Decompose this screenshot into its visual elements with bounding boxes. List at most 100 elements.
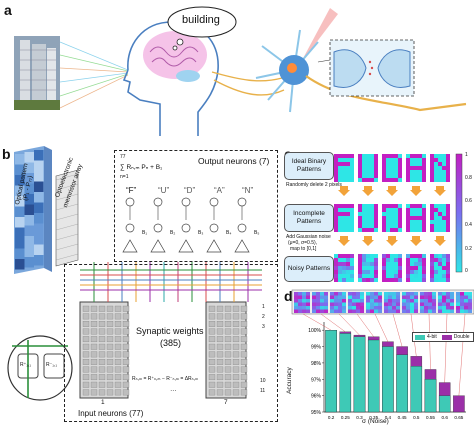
noise-pixel xyxy=(302,292,306,296)
pattern-pixel xyxy=(358,208,362,212)
pattern-pixel xyxy=(434,262,438,266)
pattern-pixel xyxy=(350,208,354,212)
memristor-cell xyxy=(232,374,240,381)
pattern-pixel xyxy=(410,216,414,220)
panel-a-illustration xyxy=(14,6,467,136)
slab-line xyxy=(55,233,79,241)
pattern-pixel xyxy=(366,166,370,170)
memristor-cell xyxy=(208,351,216,358)
noise-pixel xyxy=(388,309,392,313)
bias-2: B₂ xyxy=(170,230,176,236)
pattern-pixel xyxy=(410,170,414,174)
pattern-pixel xyxy=(398,158,402,162)
memristor-cell xyxy=(232,359,240,365)
noise-pixel xyxy=(460,306,464,310)
pattern-pixel xyxy=(386,274,390,278)
output-neurons-box xyxy=(114,150,278,262)
brain-icon xyxy=(143,31,207,82)
pattern-pixel xyxy=(422,270,426,274)
pattern-pixel xyxy=(358,158,362,162)
memristor-cell xyxy=(82,366,90,373)
pattern-pixel xyxy=(370,212,374,216)
memristor-cell xyxy=(232,328,240,335)
memristor-cell xyxy=(90,366,98,373)
pattern-pixel xyxy=(406,154,410,158)
pattern-pixel xyxy=(366,254,370,258)
output-neurons-label: Output neurons (7) xyxy=(198,156,270,166)
pattern-pixel xyxy=(398,266,402,270)
noise-pixel xyxy=(338,302,342,306)
pattern-pixel xyxy=(358,166,362,170)
pattern-pixel xyxy=(418,170,422,174)
output-letter-u: “U” xyxy=(158,186,170,195)
noise-pixel xyxy=(446,306,450,310)
pattern-pixel xyxy=(374,262,378,266)
noise-pixel xyxy=(342,306,346,310)
noise-pixel xyxy=(302,299,306,303)
pattern-pixel xyxy=(374,216,378,220)
pattern-pixel xyxy=(338,266,342,270)
pattern-pixel xyxy=(350,262,354,266)
noise-pixel xyxy=(406,302,410,306)
noise-pixel xyxy=(348,292,352,296)
x-tick-label: 0.5 xyxy=(413,415,420,420)
noise-pixel xyxy=(468,299,472,303)
noise-pixel xyxy=(312,299,316,303)
memristor-cell xyxy=(216,359,224,365)
pattern-pixel xyxy=(358,254,362,258)
bias-4: B₄ xyxy=(226,230,232,236)
memristor-cell xyxy=(98,389,106,396)
pattern-pixel xyxy=(434,224,438,228)
memristor-cell xyxy=(98,381,106,388)
memristor-cell xyxy=(240,328,248,335)
pattern-pixel xyxy=(362,262,366,266)
pattern-pixel xyxy=(394,270,398,274)
memristor-cell xyxy=(122,366,130,373)
memristor-cell xyxy=(224,351,232,358)
memristor-cell xyxy=(208,305,216,312)
bar-4bit xyxy=(325,330,337,413)
noise-pixel xyxy=(306,309,310,313)
memristor-cell xyxy=(224,374,232,381)
memristor-cell xyxy=(106,389,114,396)
noise-pixel xyxy=(388,299,392,303)
synaptic-count: (385) xyxy=(160,338,182,348)
noise-pixel xyxy=(356,295,360,299)
pattern-pixel xyxy=(390,212,394,216)
noise-pixel xyxy=(316,299,320,303)
pattern-pixel xyxy=(382,220,386,224)
noise-pixel xyxy=(428,299,432,303)
pattern-pixel xyxy=(334,220,338,224)
noise-pixel xyxy=(442,299,446,303)
pattern-pixel xyxy=(390,170,394,174)
noise-pixel xyxy=(374,309,378,313)
pattern-pixel xyxy=(342,154,346,158)
pattern-pixel xyxy=(362,166,366,170)
noise-pixel xyxy=(298,309,302,313)
pattern-pixel xyxy=(346,254,350,258)
pattern-pixel xyxy=(346,162,350,166)
pattern-pixel xyxy=(382,158,386,162)
noise-pixel xyxy=(468,302,472,306)
pattern-pixel xyxy=(434,254,438,258)
pattern-pixel xyxy=(386,204,390,208)
noise-pixel xyxy=(334,309,338,313)
pattern-pixel xyxy=(442,208,446,212)
memristor-cell xyxy=(122,328,130,335)
noise-pixel xyxy=(316,302,320,306)
pattern-pixel xyxy=(362,154,366,158)
pattern-pixel xyxy=(442,154,446,158)
pattern-pixel xyxy=(406,162,410,166)
pattern-pixel xyxy=(434,274,438,278)
memristor-cell xyxy=(240,351,248,358)
legend-double: Double xyxy=(453,334,470,340)
noise-pixel xyxy=(396,295,400,299)
pattern-pixel xyxy=(346,262,350,266)
pattern-pixel xyxy=(366,220,370,224)
pattern-pixel xyxy=(346,258,350,262)
pattern-pixel xyxy=(410,228,414,232)
pattern-pixel xyxy=(438,158,442,162)
pattern-pixel xyxy=(406,254,410,258)
pattern-pixel xyxy=(390,266,394,270)
memristor-cell xyxy=(98,343,106,350)
